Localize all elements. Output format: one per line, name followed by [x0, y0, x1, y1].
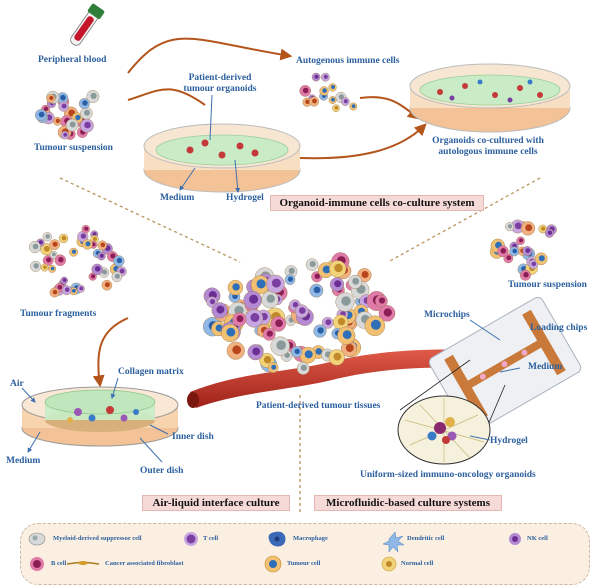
legend-item-normal-cell: Normal cell	[401, 560, 434, 567]
legend-item-mdsc: Myeloid-derived suppressor cell	[53, 535, 142, 542]
peripheral-blood-label: Peripheral blood	[38, 55, 107, 65]
hydrogel-label-micro: Hydrogel	[490, 436, 528, 446]
normal-cell-icon	[381, 556, 397, 572]
tumour-fragments-label: Tumour fragments	[20, 309, 97, 319]
hydrogel-zoom-circle	[397, 395, 491, 465]
legend-item-dendritic-cell: Dendritic cell	[407, 535, 445, 542]
outer-dish-label: Outer dish	[140, 466, 184, 476]
legend-item-t-cell: T cell	[203, 535, 219, 542]
coculture-section-title: Organoid-immune cells co-culture system	[270, 195, 484, 211]
microfluidic-section-title: Microfluidic-based culture systems	[314, 495, 502, 511]
t-cell-icon	[184, 532, 198, 546]
fibroblast-icon	[66, 561, 100, 565]
legend: Myeloid-derived suppressor cell T cell M…	[20, 523, 590, 585]
macrophage-icon	[268, 531, 286, 547]
mdsc-icon	[28, 532, 46, 546]
blood-vessel	[187, 349, 470, 408]
legend-item-macrophage: Macrophage	[293, 535, 328, 542]
tumour-suspension-label-top: Tumour suspension	[34, 143, 113, 153]
medium-label-top: Medium	[160, 193, 195, 203]
ali-section-title: Air-liquid interface culture	[142, 495, 290, 511]
organoids-cocultured-label: Organoids co-cultured with autologous im…	[432, 136, 544, 157]
ali-dish	[21, 386, 179, 447]
tumour-cell-icon	[264, 555, 282, 573]
uniform-organoids-label: Uniform-sized immuno-oncology organoids	[360, 470, 536, 480]
autogenous-immune-cells-label: Autogenous immune cells	[296, 56, 400, 66]
blood-tube-icon	[70, 3, 105, 46]
legend-item-nk-cell: NK cell	[527, 535, 548, 542]
collagen-matrix-label: Collagen matrix	[118, 367, 184, 377]
medium-label-micro: Medium	[528, 362, 563, 372]
legend-item-fibroblast: Cancer associated fibroblast	[105, 560, 184, 567]
hydrogel-label-top: Hydrogel	[226, 193, 264, 203]
tissue-label: Patient-derived tumour tissues	[256, 401, 381, 411]
section-dividers	[59, 177, 541, 515]
nk-cell-icon	[509, 533, 521, 545]
tumour-suspension-label-right: Tumour suspension	[508, 280, 587, 290]
microchip	[428, 296, 582, 434]
legend-item-b-cell: B cell	[51, 560, 67, 567]
legend-item-tumour-cell: Tumour cell	[287, 560, 321, 567]
inner-dish-label: Inner dish	[172, 432, 214, 442]
loading-chips-label: Loading chips	[530, 323, 588, 333]
air-label: Air	[10, 379, 24, 389]
dendritic-cell-icon	[382, 531, 405, 553]
medium-label-ali: Medium	[6, 456, 41, 466]
coculture-dish	[409, 63, 571, 133]
microchips-label: Microchips	[424, 310, 470, 320]
organoid-dish	[143, 123, 301, 193]
b-cell-icon	[30, 557, 44, 571]
patient-derived-organoids-label: Patient-derived tumour organoids	[183, 73, 257, 94]
